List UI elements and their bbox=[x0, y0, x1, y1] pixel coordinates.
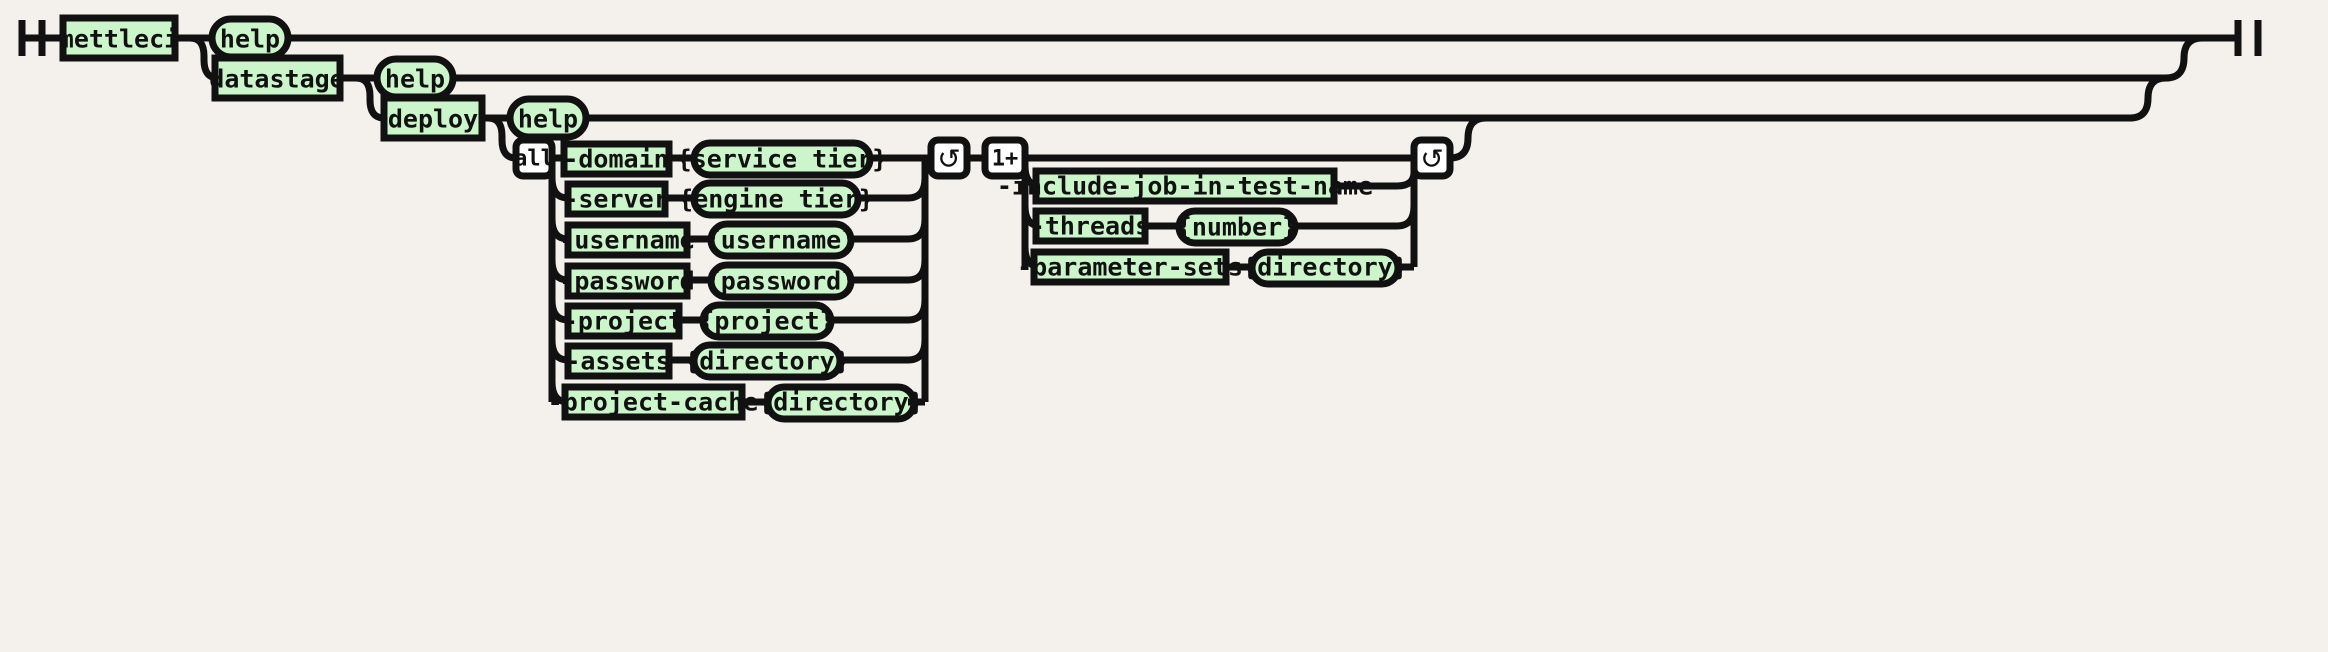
option-flag-6-label: -project-cache bbox=[548, 388, 759, 417]
node-deploy-label: deploy bbox=[388, 105, 478, 134]
rail-deploy-branch-down bbox=[487, 114, 517, 162]
option-flag-3-label: -password bbox=[559, 267, 694, 296]
rail-opt1-merge bbox=[1295, 205, 1418, 230]
opt-flag-2-label: -parameter-sets bbox=[1017, 253, 1243, 282]
opt-flag-2[interactable] bbox=[1030, 248, 1230, 286]
option-param-3-label: {password} bbox=[706, 267, 857, 296]
rail-merge-row3-row2 bbox=[2129, 74, 2167, 122]
option-param-2-label: {username} bbox=[706, 226, 857, 255]
opt-flag-0-label: -include-job-in-test-name bbox=[997, 172, 1373, 201]
node-mettleci-label: mettleci bbox=[59, 25, 179, 54]
node-all-label: all bbox=[514, 147, 554, 172]
option-param-6-label: {directory} bbox=[758, 388, 924, 417]
railroad-start-marker bbox=[18, 20, 62, 56]
rail-merge-optgroup-to-row3 bbox=[1449, 114, 1487, 162]
rail-param-3-merge bbox=[851, 259, 929, 284]
option-flag-0-label: -domain bbox=[563, 145, 668, 174]
loop-left-glyph: ↺ bbox=[937, 143, 960, 176]
option-param-0-label: {service tier} bbox=[677, 145, 888, 174]
option-param-4-label: {project} bbox=[699, 307, 834, 336]
node-root-help-label: help bbox=[220, 25, 280, 54]
opt-param-1-label: {number} bbox=[1177, 213, 1297, 242]
rail-param-5-merge bbox=[840, 339, 929, 364]
railroad-end-marker bbox=[2198, 20, 2262, 56]
loop-right-glyph: ↺ bbox=[1420, 143, 1443, 176]
opt-param-2-label: {directory} bbox=[1242, 253, 1408, 282]
opt-flag-1[interactable] bbox=[1032, 207, 1149, 245]
rail-param-4-merge bbox=[831, 299, 929, 324]
node-datastage[interactable] bbox=[211, 54, 344, 102]
node-datastage-help-label: help bbox=[385, 65, 445, 94]
option-flag-1-label: -server bbox=[563, 185, 668, 214]
option-flag-2-label: -username bbox=[559, 226, 694, 255]
option-flag-4-label: -project bbox=[563, 307, 683, 336]
rail-mettleci-branch-down bbox=[189, 34, 219, 82]
rail-param-2-merge bbox=[851, 218, 929, 243]
node-datastage-label: datastage bbox=[209, 65, 344, 94]
option-param-5-label: {directory} bbox=[684, 347, 850, 376]
option-flag-5-label: -assets bbox=[565, 347, 670, 376]
rail-datastage-branch-down bbox=[355, 74, 385, 122]
opt-flag-1-label: -threads bbox=[1030, 212, 1150, 241]
one-or-more-label: 1+ bbox=[992, 147, 1019, 172]
node-deploy-help-label: help bbox=[518, 105, 578, 134]
rail-merge-row2-row1 bbox=[2165, 34, 2203, 82]
option-param-1-label: {engine tier} bbox=[678, 185, 874, 214]
option-flag-3[interactable] bbox=[564, 262, 691, 300]
